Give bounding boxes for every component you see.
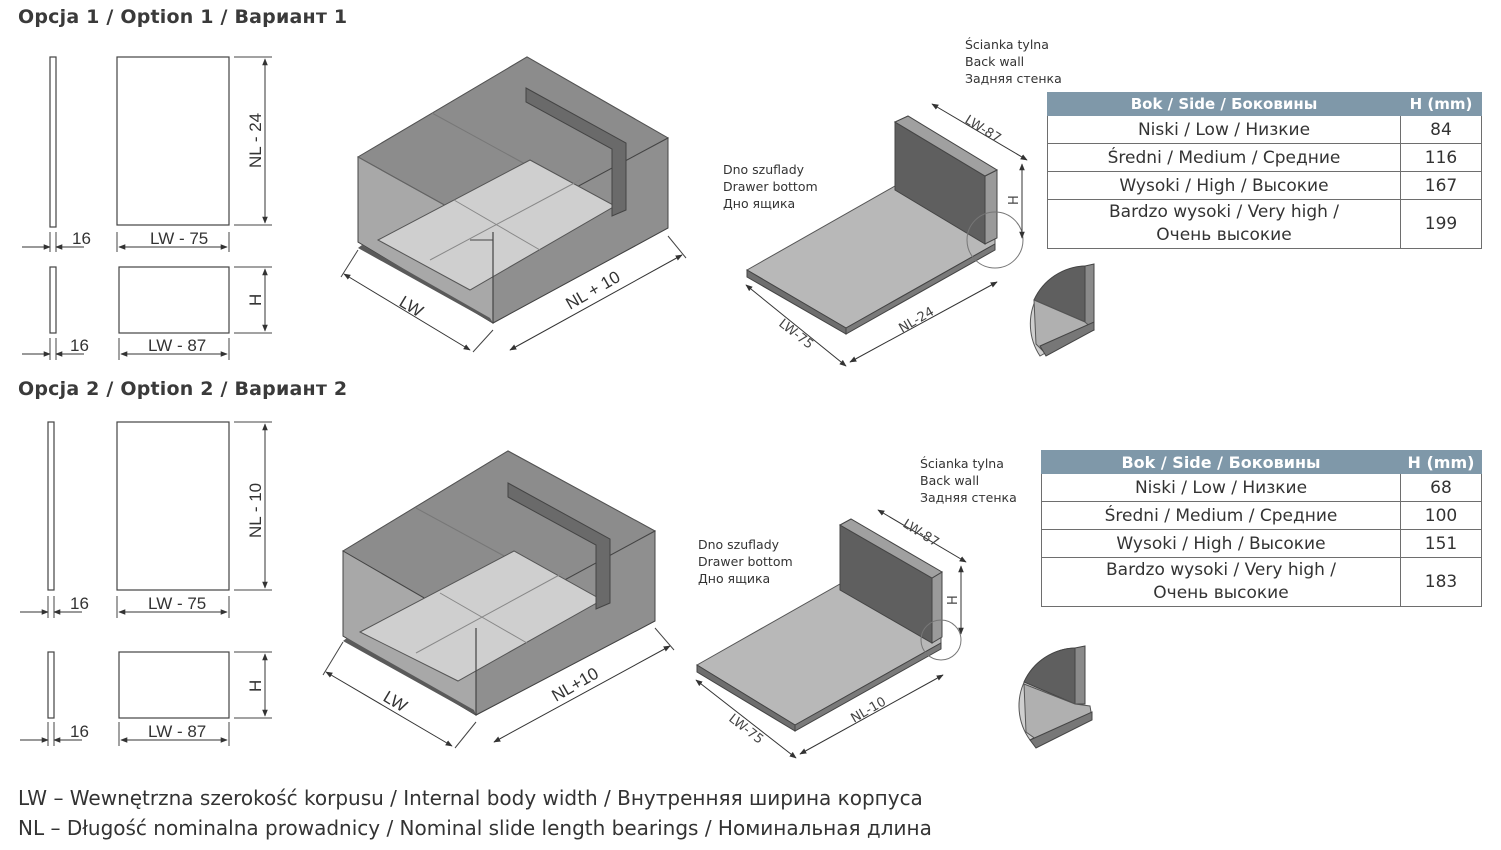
back-height-label-2: H xyxy=(946,595,961,605)
side-panel-thin-a2 xyxy=(47,421,55,591)
option-1-heading: Opcja 1 / Option 1 / Вариант 1 xyxy=(18,6,348,28)
iso-width-label-1: LW xyxy=(396,292,427,321)
width-label-b2: LW - 87 xyxy=(148,722,206,741)
row-label: Bardzo wysoki / Very high / Очень высоки… xyxy=(1047,199,1401,249)
table-row: Wysoki / High / Высокие 167 xyxy=(1047,171,1482,200)
width-label-b1: LW - 87 xyxy=(148,336,206,355)
back-wall-callout-1: Ścianka tylna Back wall Задняя стенка xyxy=(965,36,1062,87)
drawer-bottom-callout-2: Dno szuflady Drawer bottom Дно ящика xyxy=(698,536,793,587)
row-label-line1: Bardzo wysoki / Very high / xyxy=(1108,202,1340,222)
drawer-bottom-ru-2: Дно ящика xyxy=(698,571,771,586)
table-header-row: Bok / Side / Боковины H (mm) xyxy=(1041,450,1482,474)
row-value: 68 xyxy=(1400,473,1482,502)
side-panel-thin-a xyxy=(49,56,57,228)
drawer-bottom-callout-1: Dno szuflady Drawer bottom Дно ящика xyxy=(723,161,818,212)
row-label: Niski / Low / Низкие xyxy=(1047,115,1401,144)
back-wall-ru-2: Задняя стенка xyxy=(920,490,1017,505)
drawer-bottom-en-1: Drawer bottom xyxy=(723,179,818,194)
row-label: Niski / Low / Низкие xyxy=(1041,473,1401,502)
back-panel-b2 xyxy=(118,651,230,719)
width-label-a1: LW - 75 xyxy=(150,229,208,248)
side-panel-a2 xyxy=(116,421,230,591)
height-table-1: Bok / Side / Боковины H (mm) Niski / Low… xyxy=(1047,92,1482,249)
back-panel-b xyxy=(118,266,230,334)
table-row: Bardzo wysoki / Very high / Очень высоки… xyxy=(1041,557,1482,607)
corner-detail-2 xyxy=(1018,645,1093,749)
row-value: 84 xyxy=(1400,115,1482,144)
back-wall-callout-2: Ścianka tylna Back wall Задняя стенка xyxy=(920,455,1017,506)
row-label: Średni / Medium / Средние xyxy=(1047,143,1401,172)
height-table-2: Bok / Side / Боковины H (mm) Niski / Low… xyxy=(1041,450,1482,607)
bottom-length-label-1: NL-24 xyxy=(897,304,937,336)
length-label-a2: NL - 10 xyxy=(246,483,265,538)
option-1-parts: 16 LW - 75 NL - 24 16 LW - 87 H xyxy=(22,56,272,360)
back-panel-thin-b2 xyxy=(47,651,55,719)
thickness-label-a1: 16 xyxy=(72,229,91,248)
drawer-bottom-en-2: Drawer bottom xyxy=(698,554,793,569)
width-label-a2: LW - 75 xyxy=(148,594,206,613)
row-value: 151 xyxy=(1400,529,1482,558)
bottom-width-label-1: LW-75 xyxy=(776,316,816,352)
iso-width-label-2: LW xyxy=(380,687,411,716)
thickness-label-b2: 16 xyxy=(70,722,89,741)
thickness-label-a2: 16 xyxy=(70,594,89,613)
drawer-bottom-pl-2: Dno szuflady xyxy=(698,537,780,552)
table-row: Niski / Low / Низкие 68 xyxy=(1041,473,1482,502)
side-panel-a xyxy=(116,56,230,226)
bottom-length-label-2: NL-10 xyxy=(849,694,889,726)
back-wall-pl-1: Ścianka tylna xyxy=(965,37,1049,52)
back-width-label-2: LW-87 xyxy=(900,517,942,551)
option-2-heading: Opcja 2 / Option 2 / Вариант 2 xyxy=(18,378,348,400)
length-label-a1: NL - 24 xyxy=(246,113,265,168)
cabinet-iso-2 xyxy=(342,450,657,716)
row-value: 167 xyxy=(1400,171,1482,200)
row-label-line2: Очень высокие xyxy=(1156,225,1292,245)
corner-detail-1 xyxy=(1029,263,1095,357)
row-value: 100 xyxy=(1400,501,1482,530)
table-header-row: Bok / Side / Боковины H (mm) xyxy=(1047,92,1482,116)
back-wall-en-2: Back wall xyxy=(920,473,980,488)
table-row: Średni / Medium / Средние 116 xyxy=(1047,143,1482,172)
thickness-label-b1: 16 xyxy=(70,336,89,355)
table-header-side: Bok / Side / Боковины xyxy=(1047,92,1401,116)
table-row: Niski / Low / Низкие 84 xyxy=(1047,115,1482,144)
row-value: 183 xyxy=(1400,557,1482,607)
back-width-label-1: LW-87 xyxy=(962,113,1004,147)
drawer-bottom-pl-1: Dno szuflady xyxy=(723,162,805,177)
table-row: Bardzo wysoki / Very high / Очень высоки… xyxy=(1047,199,1482,249)
detail-circle-2 xyxy=(920,619,962,661)
table-header-h: H (mm) xyxy=(1400,92,1482,116)
table-header-h: H (mm) xyxy=(1400,450,1482,474)
drawer-bottom-ru-1: Дно ящика xyxy=(723,196,796,211)
height-label-b1: H xyxy=(246,294,265,306)
back-wall-pl-2: Ścianka tylna xyxy=(920,456,1004,471)
table-header-side: Bok / Side / Боковины xyxy=(1041,450,1401,474)
row-label: Wysoki / High / Высокие xyxy=(1047,171,1401,200)
row-label: Wysoki / High / Высокие xyxy=(1041,529,1401,558)
table-row: Średni / Medium / Средние 100 xyxy=(1041,501,1482,530)
row-label: Bardzo wysoki / Very high / Очень высоки… xyxy=(1041,557,1401,607)
drawer-bottom-1 xyxy=(745,115,1024,335)
back-panel-thin-b xyxy=(49,266,57,334)
row-value: 199 xyxy=(1400,199,1482,249)
detail-circle-1 xyxy=(966,211,1024,269)
back-height-label-1: H xyxy=(1007,195,1022,205)
height-label-b2: H xyxy=(246,680,265,692)
back-wall-ru-1: Задняя стенка xyxy=(965,71,1062,86)
row-label: Średni / Medium / Средние xyxy=(1041,501,1401,530)
row-label-line2: Очень высокие xyxy=(1153,583,1289,603)
row-label-line1: Bardzo wysoki / Very high / xyxy=(1105,560,1337,580)
row-value: 116 xyxy=(1400,143,1482,172)
table-row: Wysoki / High / Высокие 151 xyxy=(1041,529,1482,558)
back-wall-en-1: Back wall xyxy=(965,54,1025,69)
option-2-parts: 16 LW - 75 NL - 10 16 LW - 87 H xyxy=(20,421,272,746)
legend-nl: NL – Długość nominalna prowadnicy / Nomi… xyxy=(18,816,932,840)
legend-lw: LW – Wewnętrzna szerokość korpusu / Inte… xyxy=(18,786,923,810)
